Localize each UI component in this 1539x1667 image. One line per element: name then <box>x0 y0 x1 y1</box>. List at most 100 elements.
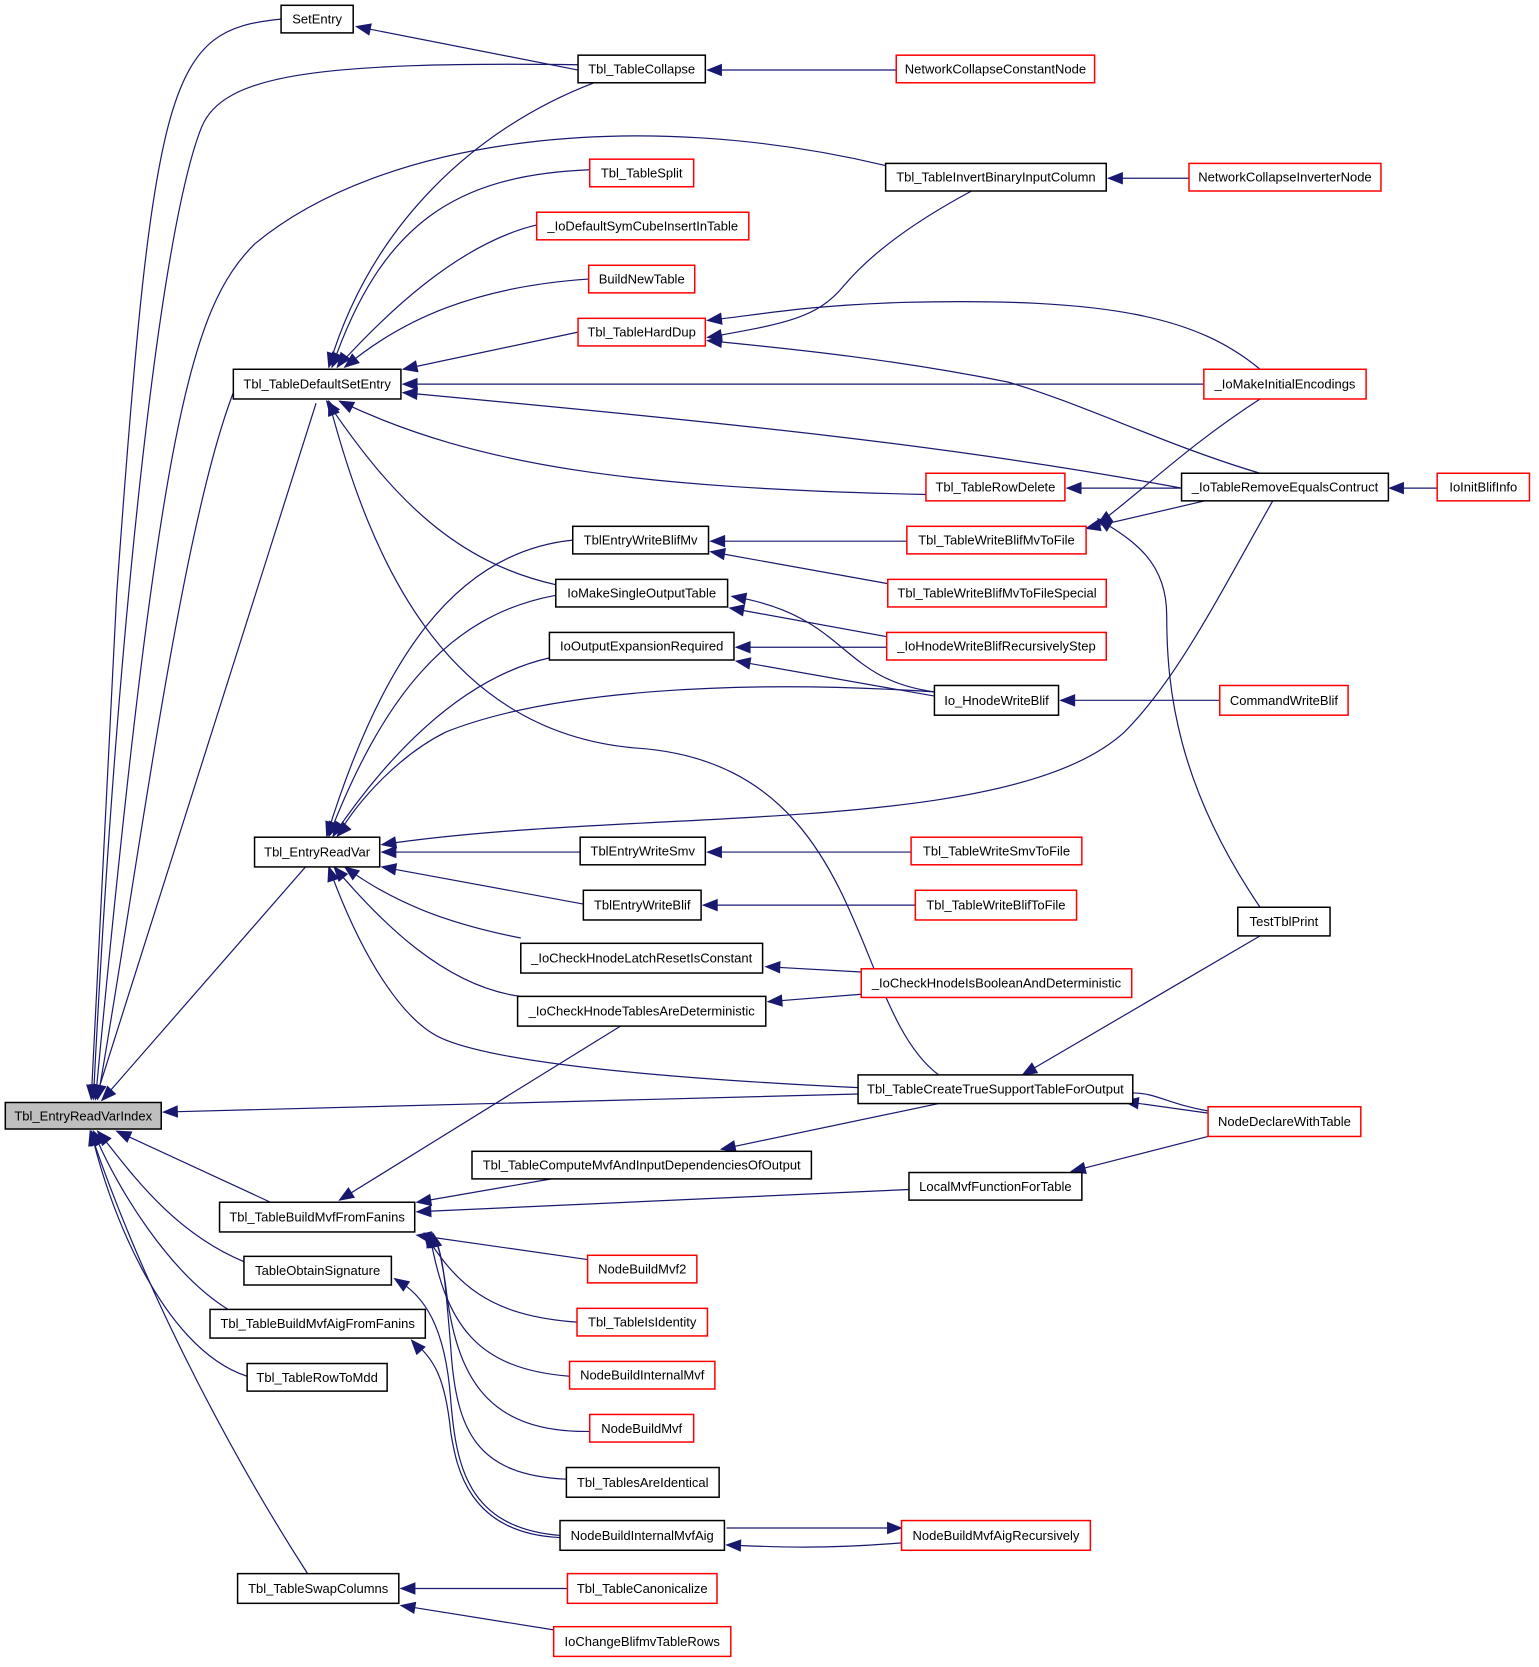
graph-node-entryreadvar[interactable]: Tbl_EntryReadVar <box>253 836 381 868</box>
graph-node-iocheckhnodelatchresetisconstant[interactable]: _IoCheckHnodeLatchResetIsConstant <box>520 942 764 974</box>
node-box[interactable] <box>559 1519 726 1552</box>
node-box[interactable] <box>885 631 1108 661</box>
node-box[interactable] <box>1207 1105 1362 1138</box>
graph-node-tablewriteblifmvtofile[interactable]: Tbl_TableWriteBlifMvToFile <box>906 525 1087 555</box>
node-box[interactable] <box>884 162 1108 192</box>
node-box[interactable] <box>900 1519 1092 1552</box>
graph-node-iomakesingleoutputtable[interactable]: IoMakeSingleOutputTable <box>555 578 729 608</box>
graph-node-iochangeblifmvtablerows[interactable]: IoChangeBlifmvTableRows <box>552 1625 732 1658</box>
node-box[interactable] <box>860 968 1133 999</box>
node-box[interactable] <box>906 525 1087 555</box>
node-box[interactable] <box>587 264 696 294</box>
node-box[interactable] <box>568 1360 716 1390</box>
node-box[interactable] <box>535 211 750 241</box>
node-box[interactable] <box>579 836 707 866</box>
graph-node-iocheckhnodeisbooleananddeterministic[interactable]: _IoCheckHnodeIsBooleanAndDeterministic <box>860 968 1133 999</box>
node-box[interactable] <box>520 942 764 974</box>
graph-node-testtblprint[interactable]: TestTblPrint <box>1237 906 1331 937</box>
graph-node-iodefaultsymcubeinsertintable[interactable]: _IoDefaultSymCubeInsertInTable <box>535 211 750 241</box>
graph-node-tableharddup[interactable]: Tbl_TableHardDup <box>577 317 707 347</box>
node-box[interactable] <box>571 525 710 555</box>
graph-node-tablerowdelete[interactable]: Tbl_TableRowDelete <box>925 472 1066 502</box>
graph-node-iocheckhnodetablesaredeterministic[interactable]: _IoCheckHnodeTablesAreDeterministic <box>516 995 767 1027</box>
graph-node-iohnodewriteblif[interactable]: Io_HnodeWriteBlif <box>933 684 1060 716</box>
graph-node-nodebuildmvfaigrecursively[interactable]: NodeBuildMvfAigRecursively <box>900 1519 1092 1552</box>
node-box[interactable] <box>236 1572 400 1605</box>
node-box[interactable] <box>857 1074 1134 1105</box>
graph-node-tablecomputemvfandinputdependenciesofoutput[interactable]: Tbl_TableComputeMvfAndInputDependenciesO… <box>471 1150 813 1180</box>
node-box[interactable] <box>471 1150 813 1180</box>
graph-node-tblentrywriteblif[interactable]: TblEntryWriteBlif <box>582 889 702 921</box>
node-box[interactable] <box>209 1308 427 1339</box>
graph-node-tablerowtomdd[interactable]: Tbl_TableRowToMdd <box>246 1362 388 1392</box>
node-box[interactable] <box>588 1413 695 1443</box>
node-box[interactable] <box>910 836 1083 866</box>
graph-node-iotableremoveequalscontruct[interactable]: _IoTableRemoveEqualsContruct <box>1180 472 1390 502</box>
graph-node-tablebuildmvfaigfromfanins[interactable]: Tbl_TableBuildMvfAigFromFanins <box>209 1308 427 1339</box>
node-box[interactable] <box>566 1572 718 1605</box>
node-box[interactable] <box>246 1362 388 1392</box>
node-box[interactable] <box>1218 684 1349 716</box>
graph-node-tableobtainsignature[interactable]: TableObtainSignature <box>243 1255 393 1286</box>
node-box[interactable] <box>887 578 1108 608</box>
graph-node-tableswapcolumns[interactable]: Tbl_TableSwapColumns <box>236 1572 400 1605</box>
node-box[interactable] <box>582 889 702 921</box>
node-box[interactable] <box>895 54 1096 84</box>
graph-node-tblentrywriteblifmv[interactable]: TblEntryWriteBlifMv <box>571 525 710 555</box>
node-box[interactable] <box>914 889 1078 921</box>
node-box[interactable] <box>253 836 381 868</box>
graph-node-buildnewtable[interactable]: BuildNewTable <box>587 264 696 294</box>
graph-node-tablewritebliftofile[interactable]: Tbl_TableWriteBlifToFile <box>914 889 1078 921</box>
node-box[interactable] <box>1203 368 1367 400</box>
graph-node-commandwriteblif[interactable]: CommandWriteBlif <box>1218 684 1349 716</box>
graph-node-tablecollapse[interactable]: Tbl_TableCollapse <box>577 54 707 84</box>
node-box[interactable] <box>1180 472 1390 502</box>
node-box[interactable] <box>565 1466 720 1498</box>
graph-node-tablewriteblifmvtofilespecial[interactable]: Tbl_TableWriteBlifMvToFileSpecial <box>887 578 1108 608</box>
graph-node-setentry[interactable]: SetEntry <box>280 4 354 34</box>
node-box[interactable] <box>577 54 707 84</box>
graph-node-tableisidentity[interactable]: Tbl_TableIsIdentity <box>576 1307 709 1337</box>
graph-node-tablewritesmvtofile[interactable]: Tbl_TableWriteSmvToFile <box>910 836 1083 866</box>
graph-node-networkcollapseinverternode[interactable]: NetworkCollapseInverterNode <box>1188 162 1382 192</box>
graph-node-tabledefaultsetentry[interactable]: Tbl_TableDefaultSetEntry <box>232 368 402 400</box>
node-box[interactable] <box>4 1101 162 1130</box>
graph-node-ioinitblifinfo[interactable]: IoInitBlifInfo <box>1436 472 1531 502</box>
graph-node-localmvffunctionfortable[interactable]: LocalMvfFunctionForTable <box>908 1171 1083 1201</box>
node-box[interactable] <box>933 684 1060 716</box>
graph-node-tablecanonicalize[interactable]: Tbl_TableCanonicalize <box>566 1572 718 1605</box>
graph-node-nodebuildinternalmvf[interactable]: NodeBuildInternalMvf <box>568 1360 716 1390</box>
graph-node-iooutputexpansionrequired[interactable]: IoOutputExpansionRequired <box>548 631 735 661</box>
graph-node-tablesareidentical[interactable]: Tbl_TablesAreIdentical <box>565 1466 720 1498</box>
node-box[interactable] <box>586 1254 698 1284</box>
node-box[interactable] <box>232 368 402 400</box>
node-box[interactable] <box>1188 162 1382 192</box>
node-box[interactable] <box>552 1625 732 1658</box>
node-box[interactable] <box>280 4 354 34</box>
node-box[interactable] <box>243 1255 393 1286</box>
graph-node-tablebuildmvffromfanins[interactable]: Tbl_TableBuildMvfFromFanins <box>218 1201 416 1233</box>
node-box[interactable] <box>548 631 735 661</box>
graph-node-nodedeclarewithtable[interactable]: NodeDeclareWithTable <box>1207 1105 1362 1138</box>
node-box[interactable] <box>516 995 767 1027</box>
graph-node-tblentrywritesmv[interactable]: TblEntryWriteSmv <box>579 836 707 866</box>
graph-node-tablecreatetruesupporttableforoutput[interactable]: Tbl_TableCreateTrueSupportTableForOutput <box>857 1074 1134 1105</box>
node-box[interactable] <box>555 578 729 608</box>
node-box[interactable] <box>577 317 707 347</box>
graph-node-iomakeinitialencodings[interactable]: _IoMakeInitialEncodings <box>1203 368 1367 400</box>
graph-node-root[interactable]: Tbl_EntryReadVarIndex <box>4 1101 162 1130</box>
node-box[interactable] <box>218 1201 416 1233</box>
graph-node-tablesplit[interactable]: Tbl_TableSplit <box>588 158 695 188</box>
node-box[interactable] <box>1237 906 1331 937</box>
node-box[interactable] <box>925 472 1066 502</box>
graph-node-nodebuildinternalmvfaig[interactable]: NodeBuildInternalMvfAig <box>559 1519 726 1552</box>
graph-node-iohnodewriteblifrecursivelystep[interactable]: _IoHnodeWriteBlifRecursivelyStep <box>885 631 1108 661</box>
graph-node-nodebuildmvf[interactable]: NodeBuildMvf <box>588 1413 695 1443</box>
graph-node-tableinvertbinaryinputcolumn[interactable]: Tbl_TableInvertBinaryInputColumn <box>884 162 1108 192</box>
graph-node-networkcollapseconstantnode[interactable]: NetworkCollapseConstantNode <box>895 54 1096 84</box>
node-box[interactable] <box>576 1307 709 1337</box>
node-box[interactable] <box>1436 472 1531 502</box>
node-box[interactable] <box>588 158 695 188</box>
node-box[interactable] <box>908 1171 1083 1201</box>
graph-node-nodebuildmvf2[interactable]: NodeBuildMvf2 <box>586 1254 698 1284</box>
